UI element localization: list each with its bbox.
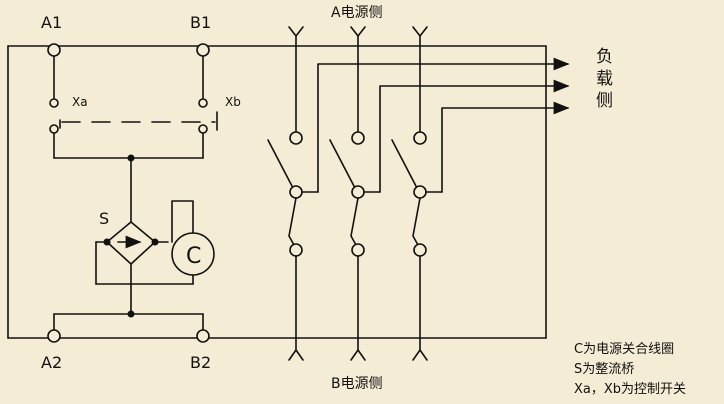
legend-notes: C为电源关合线圈 S为整流桥 Xa，Xb为控制开关: [574, 340, 686, 400]
pole1-pivot: [289, 185, 303, 199]
note-coil: C为电源关合线圈: [574, 342, 675, 357]
label-xa: Xa: [72, 95, 88, 109]
pole3-lower-contact: [413, 243, 427, 257]
pole1-lower-contact: [289, 243, 303, 257]
label-b2: B2: [190, 353, 211, 372]
junction-dot-top: [127, 154, 135, 162]
label-a-source-side: A电源侧: [331, 5, 383, 21]
coil-top-loop: [171, 200, 194, 243]
xa-upper-contact: [49, 98, 59, 108]
b1-terminal: [196, 43, 210, 57]
pole2-upper-contact: [351, 131, 365, 145]
pole3-bottom-fork: [412, 349, 428, 361]
b2-terminal: [196, 329, 210, 343]
label-c: C: [186, 244, 201, 269]
pole2-lower-blade: [350, 197, 359, 246]
load-output-2: [379, 79, 570, 193]
pole3-lower-blade: [412, 197, 421, 246]
label-s: S: [99, 209, 109, 228]
label-b1: B1: [190, 13, 211, 32]
pole2-lower-contact: [351, 243, 365, 257]
note-bridge: S为整流桥: [574, 362, 635, 377]
rectifier-bridge: [106, 221, 156, 265]
pole2-bottom-fork: [350, 349, 366, 361]
pole1-upper-contact: [289, 131, 303, 145]
pole1-lower-blade: [288, 197, 297, 246]
label-xb: Xb: [225, 95, 241, 109]
xb-upper-contact: [198, 98, 208, 108]
label-b-source-side: B电源侧: [331, 376, 383, 392]
junction-dot-left: [103, 238, 111, 246]
label-a1: A1: [41, 13, 62, 32]
label-a2: A2: [41, 353, 62, 372]
pole3-upper-contact: [413, 131, 427, 145]
note-switches: Xa，Xb为控制开关: [574, 382, 687, 397]
pole2-top-fork: [350, 26, 366, 37]
switch-pole-1: [267, 26, 319, 361]
switch-pole-2: [329, 26, 381, 361]
load-output-3: [441, 101, 570, 193]
pole2-pivot: [351, 185, 365, 199]
a2-terminal: [47, 329, 61, 343]
pole3-top-fork: [412, 26, 428, 37]
switch-pole-3: [391, 26, 443, 361]
load-output-1: [317, 57, 570, 193]
pole1-bottom-fork: [288, 349, 304, 361]
pole1-top-fork: [288, 26, 304, 37]
xa-lower-contact: [49, 124, 59, 134]
label-load-side: 负载侧: [596, 47, 613, 111]
junction-dot-bottom: [127, 310, 135, 318]
pole3-pivot: [413, 185, 427, 199]
xb-lower-contact: [198, 124, 208, 134]
a1-terminal: [47, 43, 61, 57]
junction-dot-right: [151, 238, 159, 246]
